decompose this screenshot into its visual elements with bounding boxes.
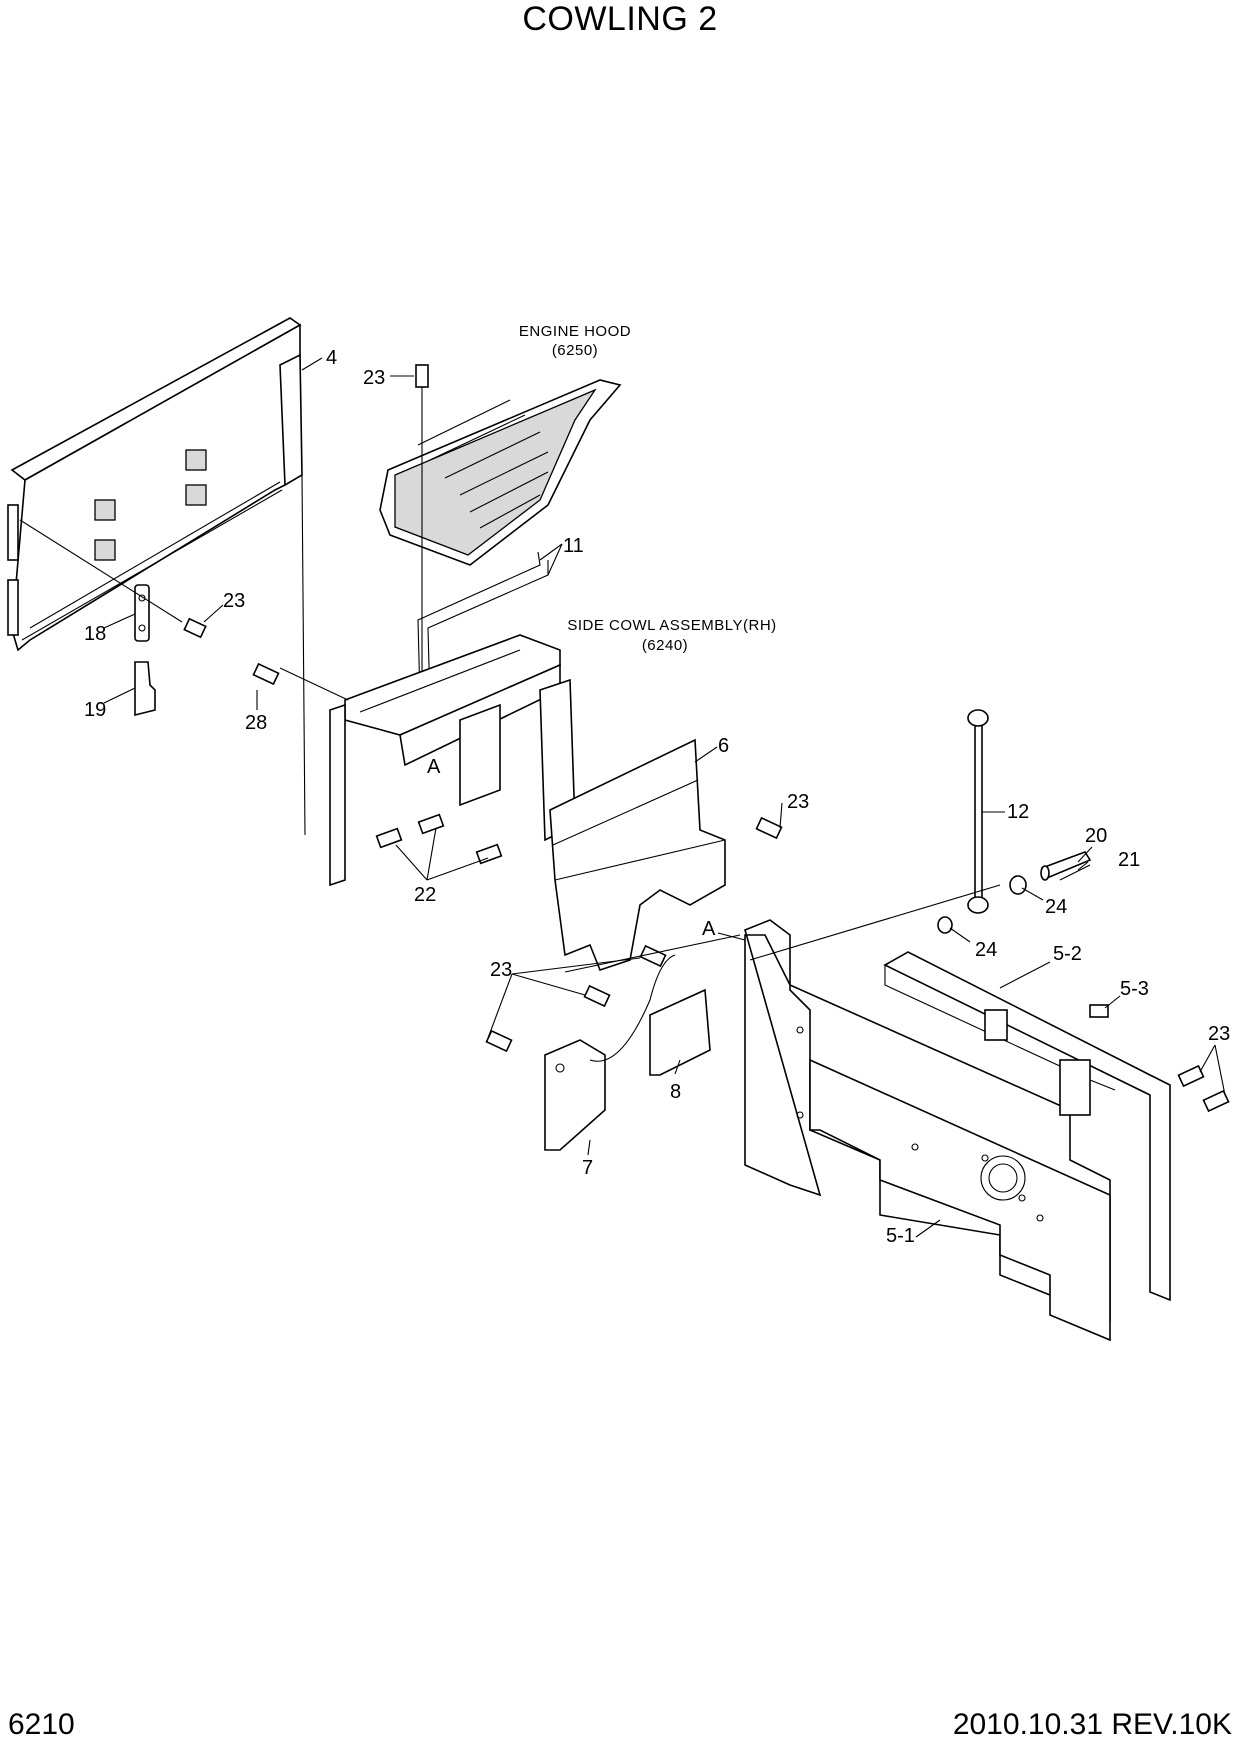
callout-22: 22 [414, 884, 436, 906]
side-cowl-bracket [329, 634, 576, 887]
part-7-plate [544, 1039, 606, 1151]
page-number: 6210 [8, 1708, 75, 1741]
callout-A-1: A [427, 756, 441, 778]
callout-19: 19 [84, 699, 106, 721]
callout-5-3: 5-3 [1120, 978, 1149, 1000]
note-side-cowl: SIDE COWL ASSEMBLY(RH) [567, 617, 776, 634]
part-4-panel [7, 317, 303, 652]
note-engine-hood: ENGINE HOOD [519, 323, 631, 340]
part-12-rod [967, 709, 989, 914]
callout-5-1: 5-1 [886, 1225, 915, 1247]
revision-date: 2010.10.31 REV.10K [952, 1708, 1232, 1741]
callout-23-right: 23 [1208, 1023, 1230, 1045]
callout-20: 20 [1085, 825, 1107, 847]
engine-hood [379, 379, 622, 566]
callout-24-right: 24 [1045, 896, 1067, 918]
callout-4: 4 [326, 347, 337, 369]
note-side-cowl-ref: (6240) [642, 637, 688, 654]
part-8-plate [649, 988, 711, 1076]
callout-24-left: 24 [975, 939, 997, 961]
part-20-pin [1040, 851, 1092, 881]
callout-8: 8 [670, 1081, 681, 1103]
part-5-2-panel [883, 951, 1171, 1302]
callout-21: 21 [1118, 849, 1140, 871]
callout-28: 28 [245, 712, 267, 734]
callout-23-top: 23 [363, 367, 385, 389]
washer-24b [937, 916, 953, 934]
washer-24a [1009, 875, 1027, 895]
callout-23-lower: 23 [490, 959, 512, 981]
leader-lines [103, 357, 1226, 1238]
callout-11: 11 [563, 535, 584, 557]
part-6-plate [549, 738, 726, 971]
callout-6: 6 [718, 735, 729, 757]
callout-18: 18 [84, 623, 106, 645]
part-5-1-panel [744, 919, 1111, 1342]
fasteners [183, 617, 1230, 1113]
callout-23-mid: 23 [787, 791, 809, 813]
callout-A-2: A [702, 918, 716, 940]
callout-7: 7 [582, 1157, 593, 1179]
callout-12: 12 [1007, 801, 1029, 823]
note-engine-hood-ref: (6250) [552, 342, 598, 359]
callout-23-left: 23 [223, 590, 245, 612]
page-title: COWLING 2 [522, 0, 718, 38]
callout-5-2: 5-2 [1053, 943, 1082, 965]
part-19-clip [134, 661, 156, 717]
part-11-rods [417, 551, 549, 706]
